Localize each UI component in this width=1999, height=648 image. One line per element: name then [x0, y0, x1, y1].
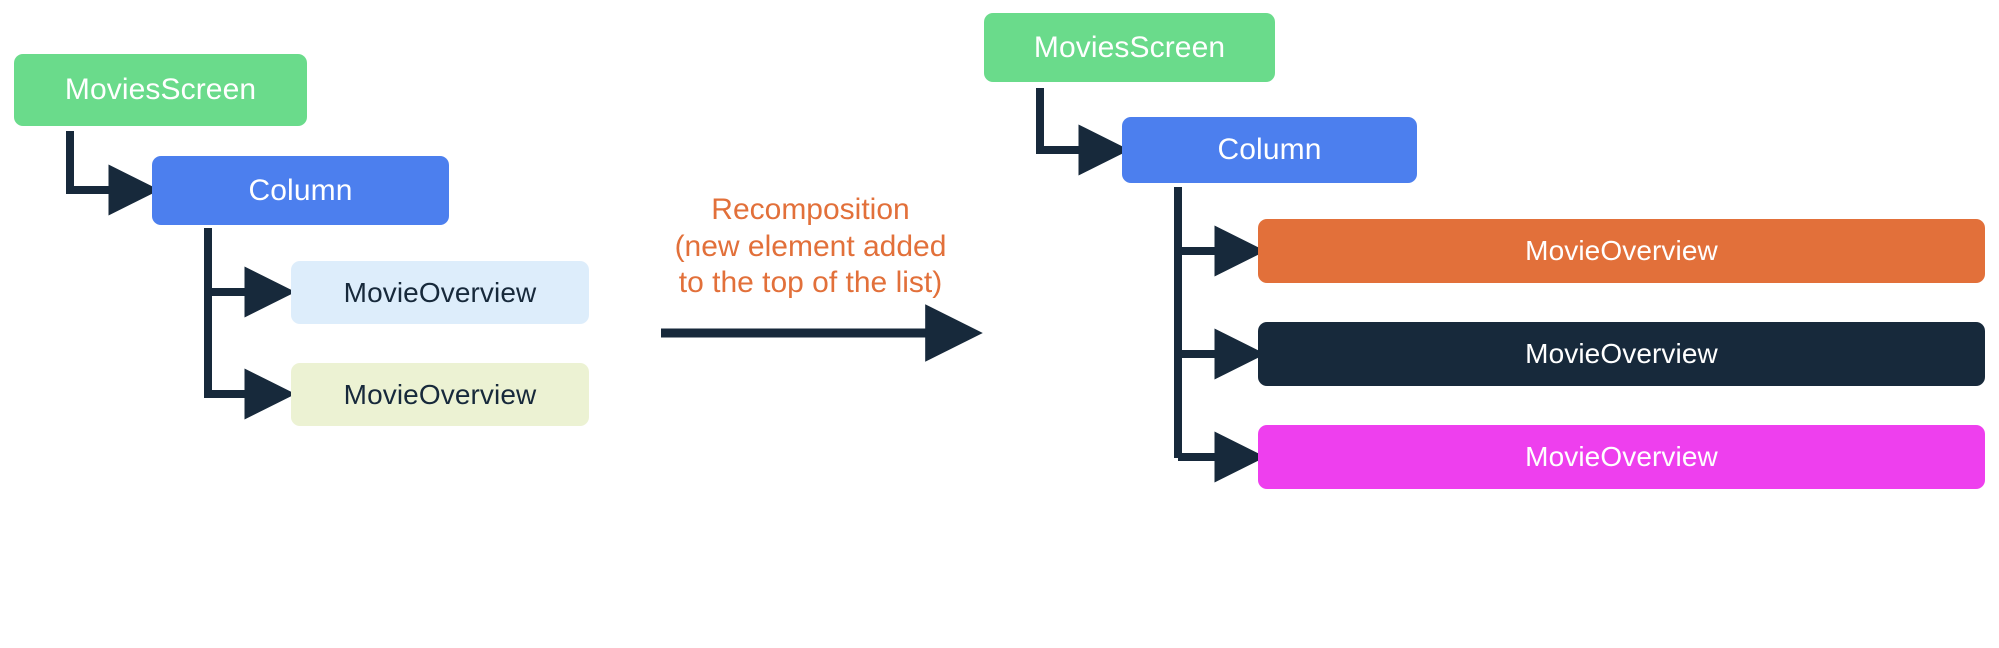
after-node-movie-overview-2[interactable]: MovieOverview: [1258, 322, 1985, 386]
before-node-movies-screen-label: MoviesScreen: [64, 73, 257, 106]
recomposition-caption-line-2: (new element added: [674, 229, 947, 263]
before-node-movie-overview-1[interactable]: MovieOverview: [291, 261, 589, 324]
before-node-movie-overview-2-label: MovieOverview: [343, 378, 537, 410]
after-node-column[interactable]: Column: [1122, 117, 1417, 183]
after-node-column-label: Column: [1217, 133, 1322, 166]
after-node-movie-overview-3[interactable]: MovieOverview: [1258, 425, 1985, 489]
edge-column-spine-right: [1174, 187, 1266, 483]
recomposition-caption-line-3: to the top of the list): [678, 266, 943, 300]
before-node-column-label: Column: [248, 173, 353, 207]
after-node-movies-screen[interactable]: MoviesScreen: [984, 13, 1275, 82]
edge-movies-screen-to-column-left: [66, 131, 160, 216]
recomposition-caption: Recomposition (new element added to the …: [663, 192, 958, 302]
after-node-movie-overview-3-label: MovieOverview: [1525, 441, 1718, 472]
recomposition-caption-line-1: Recomposition: [711, 193, 910, 226]
after-node-movie-overview-1[interactable]: MovieOverview: [1258, 219, 1985, 283]
after-node-movie-overview-2-label: MovieOverview: [1525, 338, 1718, 369]
after-node-movie-overview-1-label: MovieOverview: [1525, 235, 1718, 266]
edge-movies-screen-to-column-right: [1036, 88, 1130, 176]
before-node-column[interactable]: Column: [152, 156, 449, 225]
before-node-movie-overview-1-label: MovieOverview: [343, 276, 537, 308]
edge-column-spine-left: [204, 228, 296, 420]
before-node-movie-overview-2[interactable]: MovieOverview: [291, 363, 589, 426]
after-node-movies-screen-label: MoviesScreen: [1033, 30, 1226, 64]
before-node-movies-screen[interactable]: MoviesScreen: [14, 54, 307, 126]
